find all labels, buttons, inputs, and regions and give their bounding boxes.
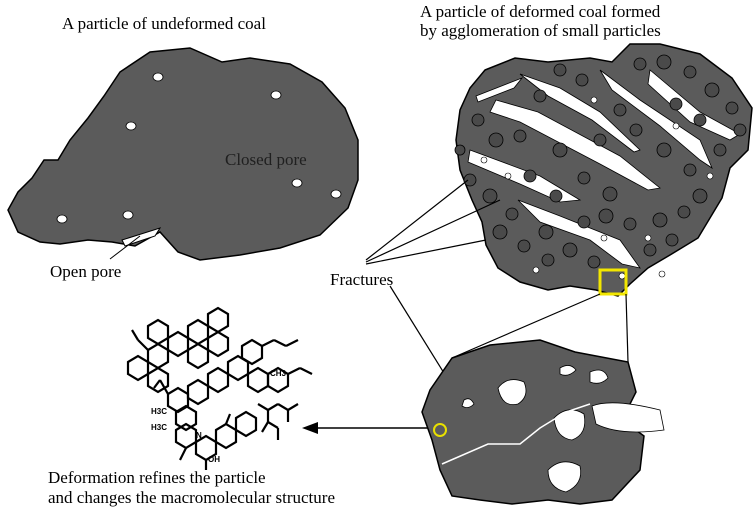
chem-label-n: N	[196, 431, 202, 440]
chem-label-oh: OH	[208, 455, 220, 464]
closed-pore-shape	[270, 90, 282, 100]
side-groups	[257, 403, 299, 440]
small-particles	[454, 54, 747, 269]
fractures-label: Fractures	[330, 270, 394, 289]
closed-pore-shape	[291, 178, 303, 188]
closed-pore-shape	[152, 72, 164, 82]
open-pore-label: Open pore	[50, 262, 122, 281]
macromolecular-structure	[126, 306, 313, 470]
open-pore-leader	[109, 235, 141, 260]
fracture-line	[441, 403, 591, 465]
deformation-caption-line1: Deformation refines the particle	[48, 468, 266, 487]
closed-pore-label: Closed pore	[225, 150, 307, 169]
undeformed-coal-particle	[7, 47, 359, 261]
deformed-coal-particle	[454, 43, 753, 297]
deformed-coal-title-line2: by agglomeration of small particles	[420, 21, 661, 40]
closed-pore-shape	[125, 121, 137, 131]
closed-pore-shape	[330, 189, 342, 199]
undeformed-coal-title: A particle of undeformed coal	[62, 14, 266, 33]
highlight-circle	[433, 423, 447, 437]
ring-chain-upper	[126, 306, 230, 394]
arrow-left-icon	[302, 422, 428, 434]
deformation-caption-line2: and changes the macromolecular structure	[48, 488, 335, 507]
chem-label-h3c-a: H3C	[151, 407, 168, 416]
zoom-leaders	[451, 293, 629, 363]
closed-pore-shape	[56, 214, 68, 224]
ring-chain-middle	[153, 338, 313, 470]
open-pore-shape	[121, 227, 162, 247]
small-pores	[480, 96, 714, 280]
chem-label-ch3: CH3	[270, 369, 287, 378]
chem-label-h3c-b: H3C	[151, 423, 168, 432]
zoomed-coal-particle	[421, 339, 665, 505]
closed-pore-shape	[122, 210, 134, 220]
highlight-box	[598, 268, 628, 296]
deformed-coal-title-line1: A particle of deformed coal formed	[420, 2, 661, 21]
